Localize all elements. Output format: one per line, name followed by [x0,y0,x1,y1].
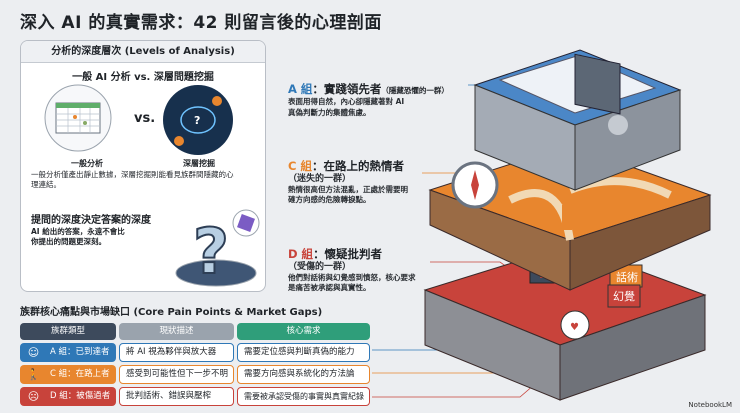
need-cell: 需要定位感與判斷真偽的能力 [237,343,370,362]
layer-text: 他們對話術與幻覺感到憤怒，核心要求是痛苦被承認與真實性。 [288,272,416,293]
person-icon [562,205,572,230]
group-cell: 🚶 C 組：在路上者 [20,365,116,384]
brain-icon: ? [163,85,233,155]
header-need: 核心需求 [237,323,370,340]
table-title: 族群核心痛點與市場缺口 (Core Pain Points & Market G… [20,307,323,318]
group-label: A 組：已到達者 [50,347,110,357]
table-row: 🚶 C 組：在路上者 感受到可能性但下一步不明 需要方向感與系統化的方法論 [20,365,370,384]
layer-label-c: C 組：在路上的熱情者 （迷失的一群） 熱情很高但方法混亂，正處於需要明確方向感… [288,155,423,206]
layer-text: 熱情很高但方法混亂，正處於需要明確方向感的危險轉捩點。 [288,184,408,205]
status-cell: 將 AI 視為夥伴與放大器 [119,343,234,362]
analysis-description: 一般分析僅產出靜止數據，深層挖掘則能看見族群間隱藏的心理連結。 [31,170,234,189]
group-cell: ☹ D 組：被傷過者 [20,387,116,406]
insight-text: AI 給出的答案，永遠不會比你提出的問題更深刻。 [31,227,125,246]
header-status: 現狀描述 [119,323,234,340]
panel-header: 分析的深度層次 (Levels of Analysis) [21,41,265,63]
layer-label-d: D 組：懷疑批判者 （受傷的一群） 他們對話術與幻覺感到憤怒，核心要求是痛苦被承… [288,243,422,294]
deep-analysis-caption: 深層挖掘 [183,159,215,168]
header-group-type: 族群類型 [20,323,116,340]
insight-title: 提問的深度決定答案的深度 [31,215,151,226]
table-header-row: 族群類型 現狀描述 核心需求 [20,323,370,340]
hurt-user-icon: ☹ [27,390,40,403]
svg-text:?: ? [193,215,229,288]
spreadsheet-icon [44,84,112,152]
layer-tag: A 組 [288,82,313,96]
layer-title: ：在路上的熱情者 [311,159,404,173]
sign-huashu: 話術 [616,270,638,284]
layer-title: ：懷疑批判者 [313,247,383,261]
group-label: C 組：在路上者 [50,369,110,379]
layer-sub: （隱藏恐懼的一群） [381,86,449,95]
group-label: D 組：被傷過者 [50,391,111,401]
question-hole-icon: ? [175,209,260,289]
layer-sub: （迷失的一群） [288,174,352,184]
analysis-panel: 分析的深度層次 (Levels of Analysis) 一般 AI 分析 vs… [20,40,266,292]
layer-sub: （受傷的一群） [288,262,352,272]
layer-illustration: ♥ 話術 幻覺 [372,49,712,401]
middle-layer-c [428,144,712,291]
brand-logo: NotebookLM [688,401,732,409]
layer-text: 表面用得自然，內心卻隱藏著對 AI 真偽判斷力的集體焦慮。 [288,97,405,117]
vs-label: vs. [134,111,156,126]
status-cell: 批判話術、錯誤與壓榨 [119,387,234,406]
need-cell: 需要被承認受傷的事實與真實紀錄 [237,387,370,406]
layer-tag: D 組 [288,247,314,261]
pain-points-table: 族群類型 現狀描述 核心需求 ☺ A 組：已到達者 將 AI 視為夥伴與放大器 需… [20,323,370,406]
table-row: ☹ D 組：被傷過者 批判話術、錯誤與壓榨 需要被承認受傷的事實與真實紀錄 [20,387,370,406]
user-icon: ☺ [27,346,40,359]
layer-label-a: A 組：實踐領先者（隱藏恐懼的一群） 表面用得自然，內心卻隱藏著對 AI 真偽判… [288,78,463,118]
svg-text:♥: ♥ [570,322,579,333]
svg-text:?: ? [194,114,200,127]
layer-tag: C 組 [288,159,312,173]
sign-huanjue: 幻覺 [613,290,635,303]
hiker-icon: 🚶 [26,368,41,381]
general-analysis-caption: 一般分析 [71,159,103,168]
panel-subtitle: 一般 AI 分析 vs. 深層問題挖掘 [72,72,214,83]
group-cell: ☺ A 組：已到達者 [20,343,116,362]
status-cell: 感受到可能性但下一步不明 [119,365,234,384]
need-cell: 需要方向感與系統化的方法論 [237,365,370,384]
table-row: ☺ A 組：已到達者 將 AI 視為夥伴與放大器 需要定位感與判斷真偽的能力 [20,343,370,362]
top-layer-a [473,49,682,191]
page-title: 深入 AI 的真實需求：42 則留言後的心理剖面 [20,13,382,33]
layer-title: ：實踐領先者 [312,82,382,96]
